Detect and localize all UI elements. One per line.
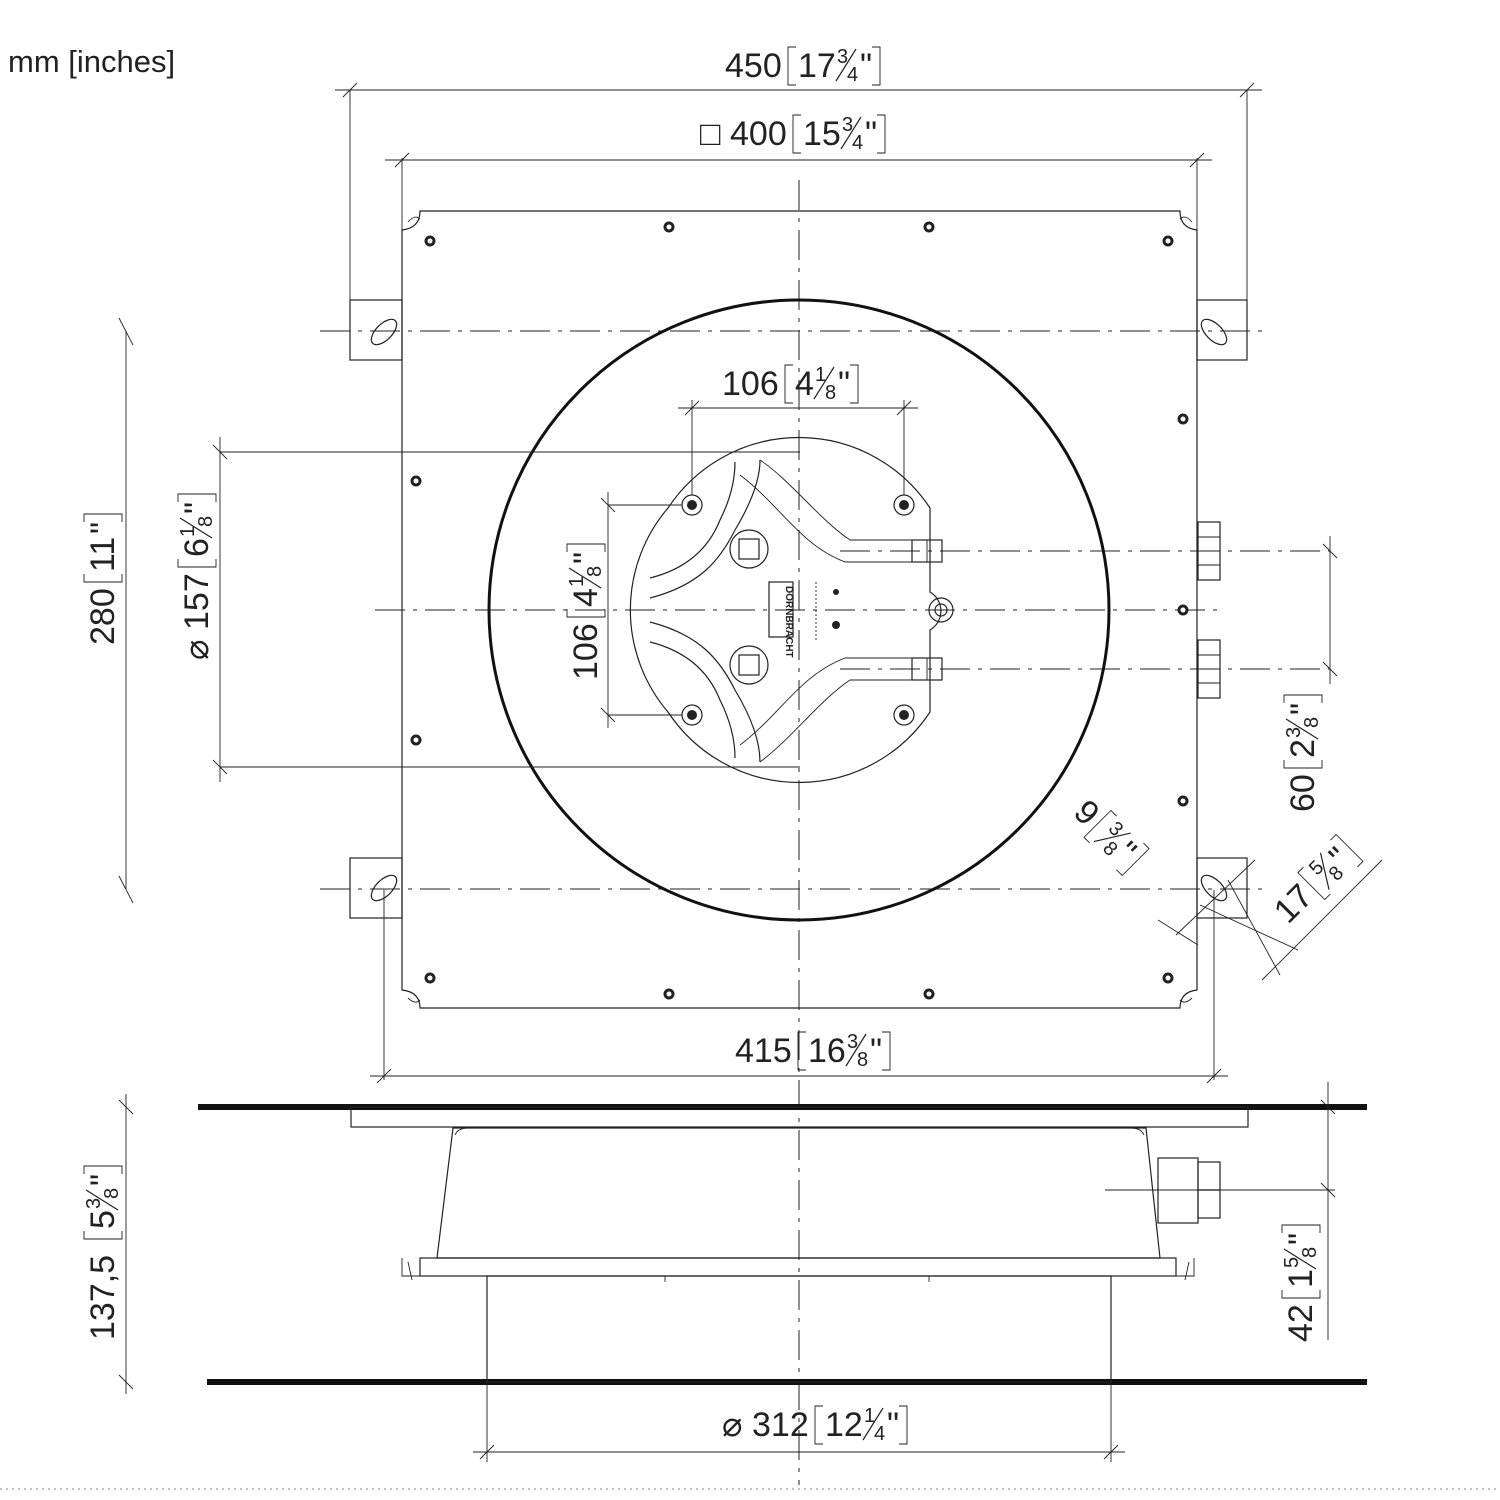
dim-inch-mark: " <box>865 115 877 153</box>
inner-hub: DORNBRACHT <box>629 436 954 784</box>
dim-mm-value: 400 <box>730 115 787 153</box>
dim-inch-denominator: 8 <box>195 516 217 527</box>
dim-inch-mark: " <box>870 1032 882 1070</box>
dim-inch-whole: 5 <box>84 1210 122 1229</box>
dim-symbol: ⌀ <box>178 640 216 660</box>
dim-mm-value: 106 <box>567 623 605 680</box>
dim-inch-numerator: 3 <box>83 1198 105 1209</box>
dim-inch-numerator: 1 <box>864 1405 875 1427</box>
dim-label-port-spacing: 60 238 " <box>1283 694 1323 812</box>
dim-inch-denominator: 4 <box>852 132 863 154</box>
dim-inch-numerator: 3 <box>837 46 848 68</box>
dim-inch-mark: " <box>860 47 872 85</box>
dim-inch-denominator: 8 <box>1301 717 1323 728</box>
bracket-slot-bl <box>370 874 398 902</box>
dim-inch-denominator: 4 <box>874 1423 885 1445</box>
dim-inch-mark: " <box>567 552 605 564</box>
dim-symbol: ⌀ <box>722 1406 742 1444</box>
bracket-slot-br <box>1200 874 1228 902</box>
dim-inch-mark: " <box>84 522 122 534</box>
dim-inch-mark: " <box>1282 1233 1320 1245</box>
dim-mm-value: 9 <box>1066 793 1106 833</box>
dim-mm-value: 280 <box>84 588 122 645</box>
bracket-slot-tr <box>1200 318 1228 346</box>
dim-inch-numerator: 5 <box>1305 856 1328 879</box>
dim-inch-whole: 12 <box>825 1406 863 1444</box>
dim-inch-mark: " <box>838 365 850 403</box>
units-label: mm [inches] <box>8 44 175 79</box>
square-plate <box>401 210 1198 1009</box>
dim-mm-value: 106 <box>722 365 779 403</box>
dim-inch-denominator: 8 <box>857 1049 868 1071</box>
dim-label-total-height: 137,5 538 " <box>83 1165 123 1340</box>
centre-lines <box>320 180 1330 1485</box>
dim-inch-denominator: 4 <box>847 64 858 86</box>
dim-inch-numerator: 3 <box>1283 727 1305 738</box>
dim-label-hole-spacing-v: 106 418 " <box>566 543 606 680</box>
dim-inch-numerator: 3 <box>847 1031 858 1053</box>
dim-label-slot-width: 938" <box>1066 793 1150 877</box>
dim-inch-mark: " <box>887 1406 899 1444</box>
dim-inch-denominator: 8 <box>101 1188 123 1199</box>
dim-mm-value: 17 <box>1267 877 1321 931</box>
dim-inch-whole: 4 <box>795 365 814 403</box>
dim-mm-value: 137,5 <box>84 1255 122 1340</box>
dim-mm-value: 450 <box>725 47 782 85</box>
dimension-lines <box>118 82 1383 1462</box>
dim-inch-denominator: 8 <box>584 566 606 577</box>
dim-inch-whole: 2 <box>1284 739 1322 758</box>
dim-inch-whole: 1 <box>1282 1269 1320 1288</box>
dim-label-bracket-spacing: 280 11 " <box>83 513 123 645</box>
dim-inch-numerator: 3 <box>842 114 853 136</box>
dim-mm-value: 312 <box>752 1406 809 1444</box>
side-view <box>198 1104 1367 1385</box>
dim-mm-value: 415 <box>735 1032 792 1070</box>
dim-mm-value: 157 <box>178 573 216 630</box>
dim-mm-value: 42 <box>1282 1304 1320 1342</box>
dim-label-inner-diameter: ⌀ 157 618 " <box>177 493 217 660</box>
bracket-slot-tl <box>370 318 398 346</box>
dim-inch-whole: 17 <box>798 47 836 85</box>
dim-inch-mark: " <box>178 502 216 514</box>
body-outline-circle <box>487 298 1111 922</box>
dim-inch-numerator: 1 <box>566 576 588 587</box>
dim-inch-denominator: 8 <box>1299 1247 1321 1258</box>
dim-symbol: □ <box>700 115 721 153</box>
dim-inch-numerator: 5 <box>1281 1257 1303 1268</box>
dim-inch-whole: 4 <box>567 588 605 607</box>
hex-ports <box>1197 521 1221 699</box>
dim-inch-mark: " <box>1284 703 1322 715</box>
dim-inch-mark: " <box>84 1174 122 1186</box>
dim-inch-whole: 6 <box>178 538 216 557</box>
dim-inch-numerator: 1 <box>815 364 826 386</box>
dim-inch-whole: 16 <box>808 1032 846 1070</box>
dim-inch-numerator: 1 <box>177 526 199 537</box>
dim-inch-numerator: 3 <box>1104 818 1127 841</box>
logo-text: DORNBRACHT <box>783 586 794 658</box>
dim-inch-whole: 15 <box>803 115 841 153</box>
dim-label-port-height: 42 158 " <box>1281 1224 1321 1342</box>
dim-inch-whole: 11 <box>84 537 122 572</box>
dim-mm-value: 60 <box>1284 774 1322 812</box>
dim-inch-denominator: 8 <box>825 382 836 404</box>
